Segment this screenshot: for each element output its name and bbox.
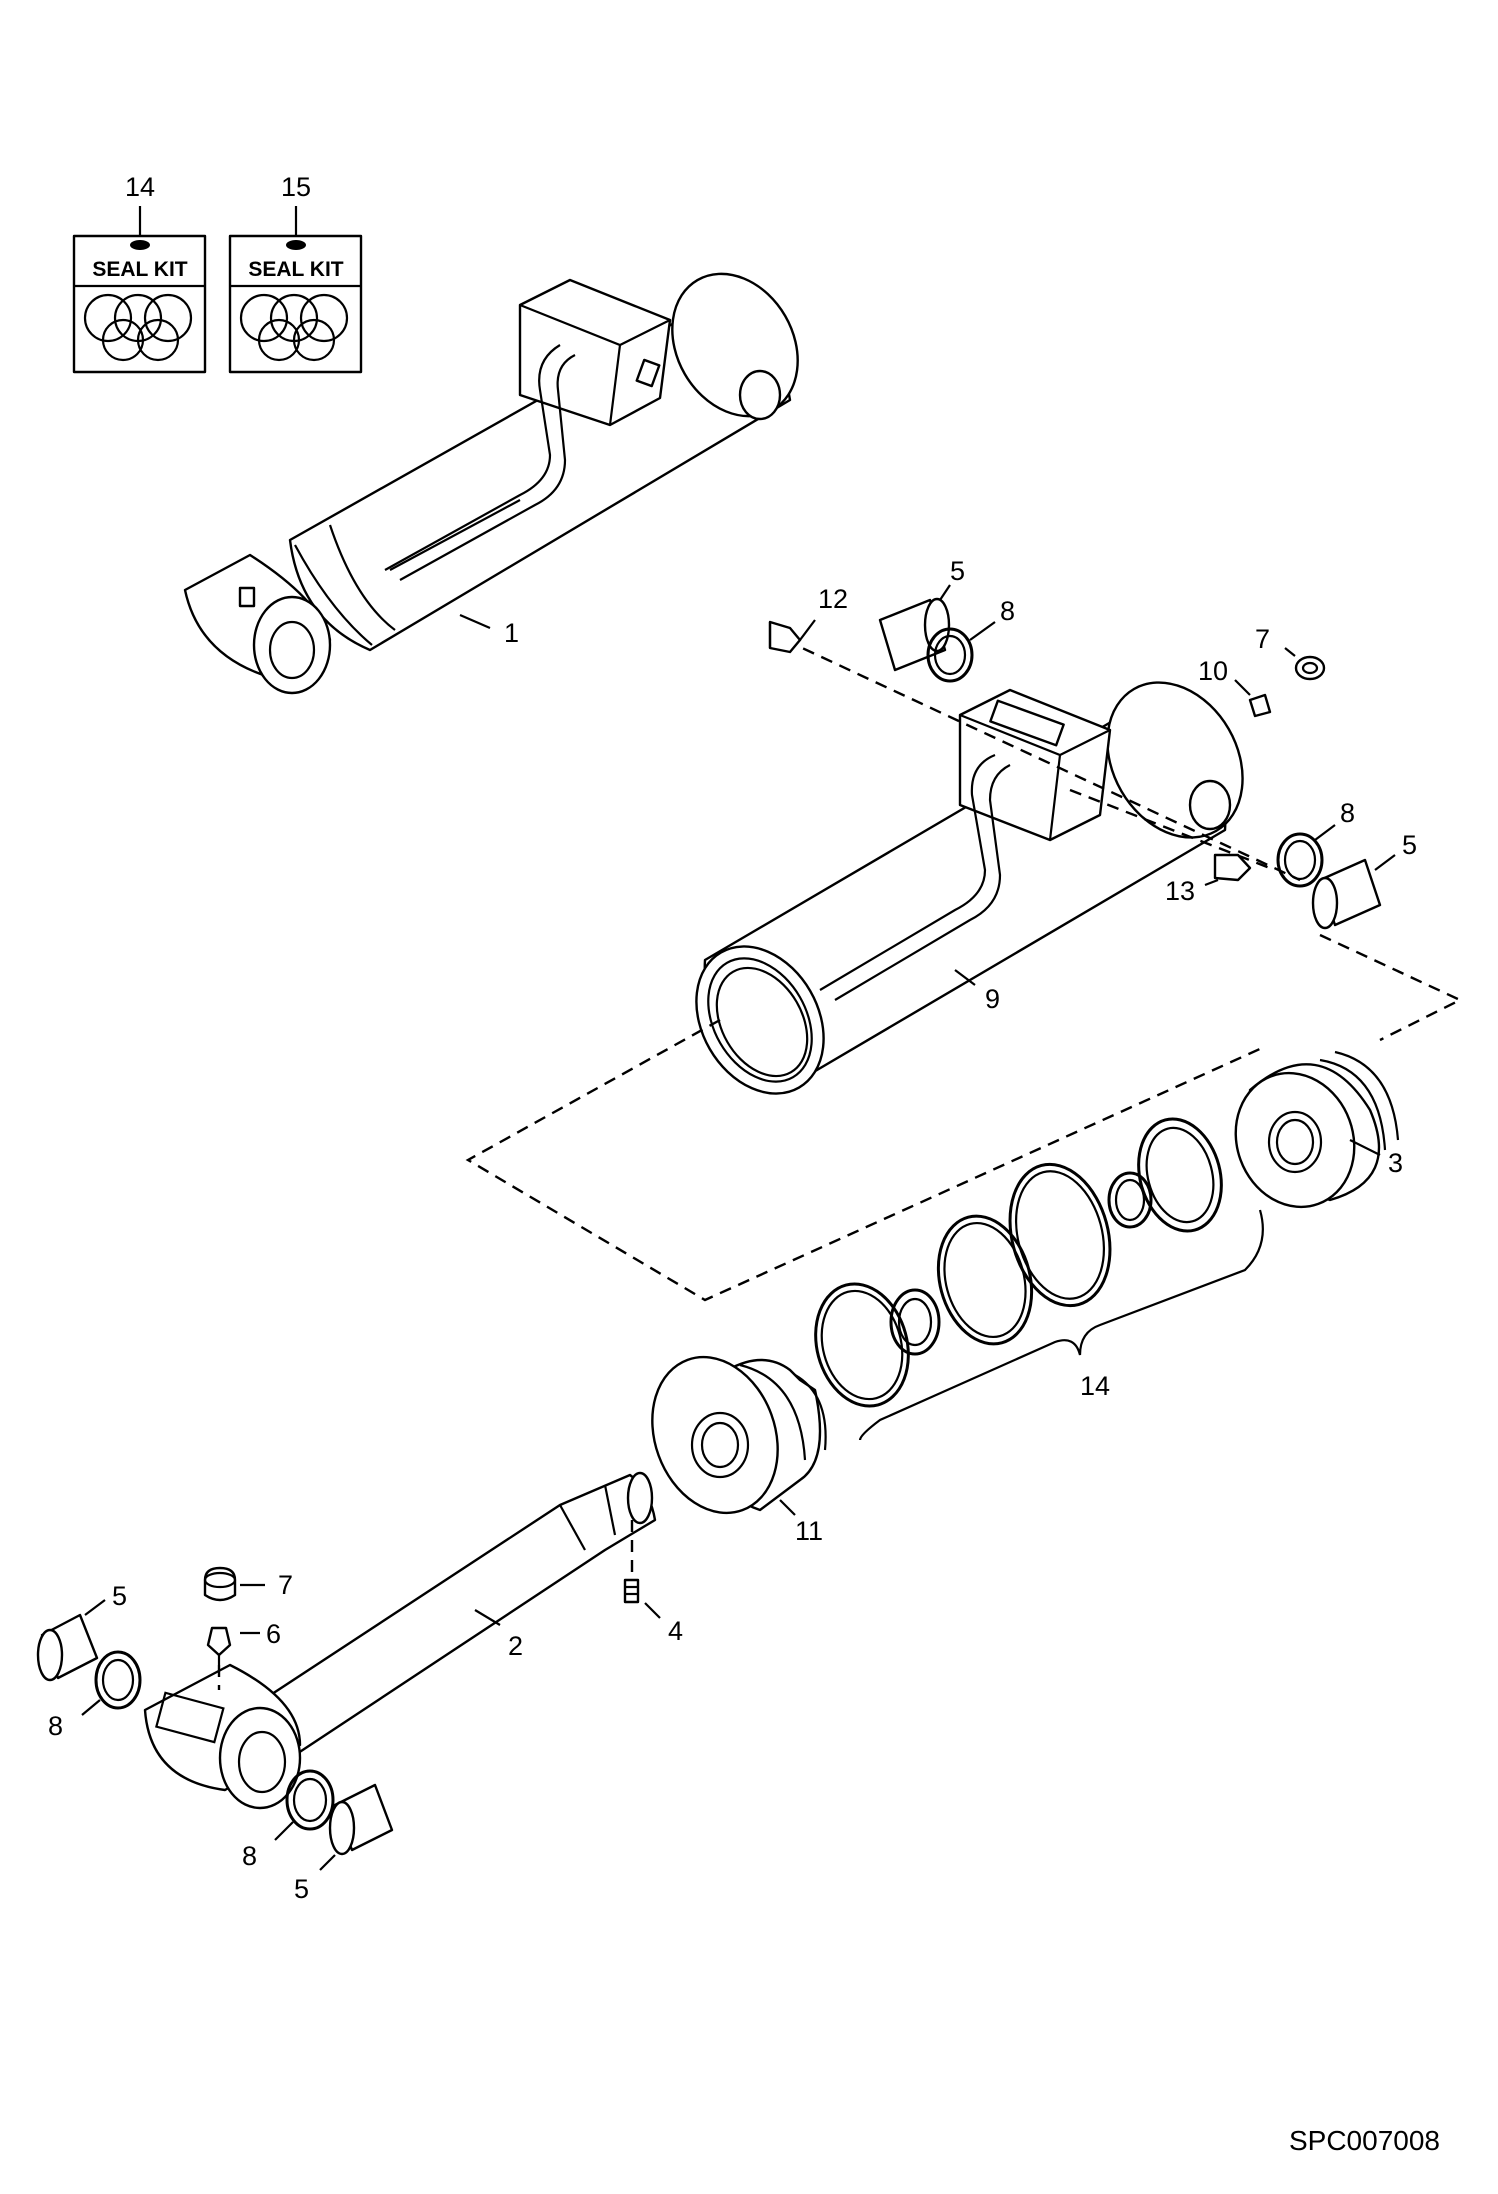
cylinder-head-3[interactable]: 3	[1217, 1050, 1403, 1224]
o-rings-icon	[83, 293, 193, 362]
snap-ring-8-lower-right[interactable]: 8	[242, 1769, 335, 1871]
fitting-10[interactable]: 10	[1198, 656, 1272, 718]
snap-ring-8-lower-left[interactable]: 8	[48, 1650, 142, 1741]
seal-kit-15-label: SEAL KIT	[248, 258, 343, 281]
callout-5-right: 5	[1402, 830, 1417, 860]
callout-5-upper: 5	[950, 556, 965, 586]
callout-8-upper: 8	[1000, 596, 1015, 626]
piston-11[interactable]: 11	[631, 1339, 827, 1546]
callout-6: 6	[266, 1619, 281, 1649]
callout-1: 1	[504, 618, 519, 648]
bushing-5-upper[interactable]: 5	[878, 556, 965, 672]
bushing-5-right[interactable]: 5	[1311, 830, 1417, 930]
callout-7-upper: 7	[1255, 624, 1270, 654]
set-screw-4[interactable]: 4	[623, 1578, 683, 1646]
callout-3: 3	[1388, 1148, 1403, 1178]
bushing-5-lower-left[interactable]: 5	[36, 1581, 127, 1682]
piston-rod-2[interactable]: 2	[143, 1471, 657, 1810]
snap-ring-8-upper[interactable]: 8	[926, 596, 1015, 683]
callout-8-lower-left: 8	[48, 1711, 63, 1741]
cap-7-upper[interactable]: 7	[1255, 624, 1326, 681]
cap-7-lower[interactable]: 7	[203, 1566, 293, 1602]
callout-12: 12	[818, 584, 848, 614]
grease-fitting-13[interactable]: 13	[1165, 853, 1252, 906]
drawing-code: SPC007008	[1289, 2125, 1440, 2156]
callout-5-lower-right: 5	[294, 1874, 309, 1904]
seal-kit-14[interactable]: 14 SEAL KIT	[72, 172, 207, 374]
callout-9: 9	[985, 984, 1000, 1014]
seal-kit-14-label: SEAL KIT	[92, 258, 187, 281]
callout-8-right: 8	[1340, 798, 1355, 828]
callout-10: 10	[1198, 656, 1228, 686]
callout-14: 14	[1080, 1371, 1110, 1401]
callout-7-lower: 7	[278, 1570, 293, 1600]
grease-fitting-6[interactable]: 6	[206, 1619, 281, 1665]
cylinder-assembly-1[interactable]: 1	[183, 251, 823, 695]
o-rings-icon	[239, 293, 349, 362]
callout-4: 4	[668, 1616, 683, 1646]
seal-kit-15[interactable]: 15 SEAL KIT	[228, 172, 363, 374]
seal-set-14[interactable]: 14	[802, 1110, 1264, 1441]
grease-fitting-12[interactable]: 12	[768, 584, 848, 654]
callout-5-lower-left: 5	[112, 1581, 127, 1611]
callout-13: 13	[1165, 876, 1195, 906]
callout-11: 11	[795, 1516, 823, 1546]
callout-8-lower-right: 8	[242, 1841, 257, 1871]
seal-kit-14-number: 14	[125, 172, 155, 202]
seal-kit-15-number: 15	[281, 172, 311, 202]
bushing-5-lower-right[interactable]: 5	[294, 1783, 394, 1904]
snap-ring-8-right[interactable]: 8	[1276, 798, 1355, 888]
callout-2: 2	[508, 1631, 523, 1661]
